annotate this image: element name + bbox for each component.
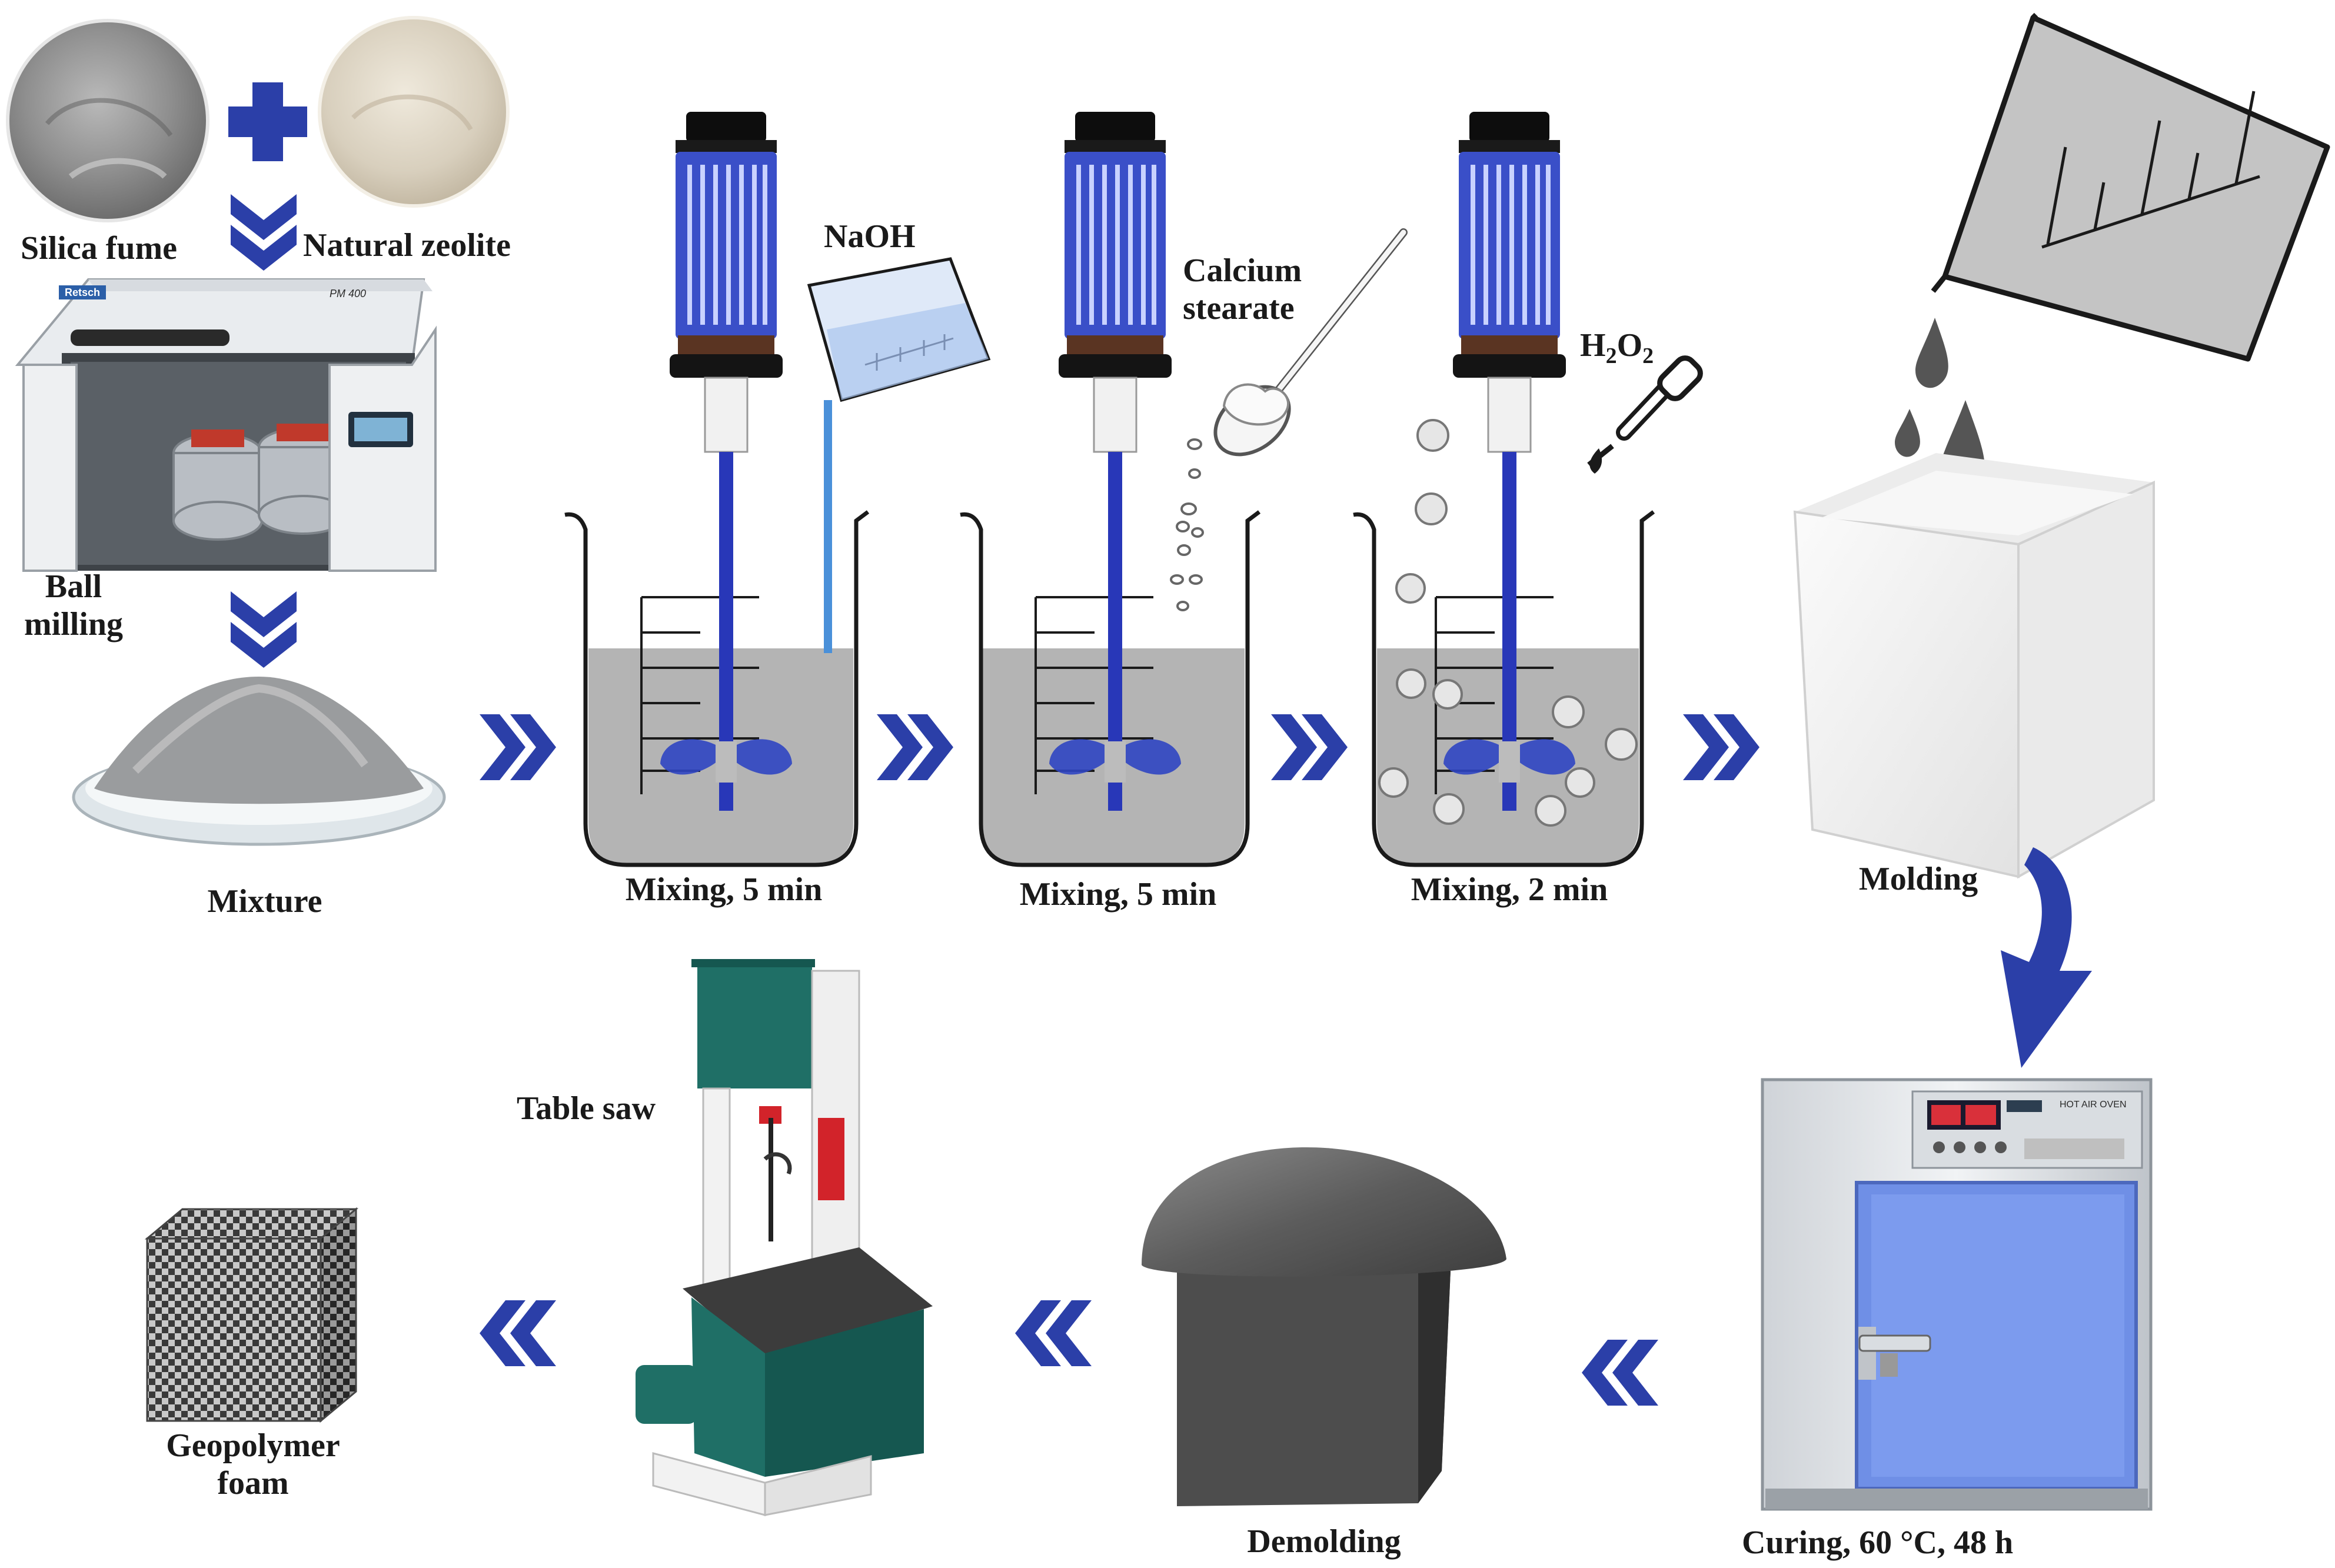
label-geopolymer-foam: Geopolymer foam <box>135 1427 371 1503</box>
label-mixture: Mixture <box>207 883 322 920</box>
oven-plate-text: HOT AIR OVEN <box>2060 1100 2127 1110</box>
curing-oven: HOT AIR OVEN <box>1761 1078 2153 1511</box>
label-naoh: NaOH <box>824 218 916 255</box>
spatula-with-calcium-stearate <box>1170 228 1408 611</box>
chevron-left-icon <box>1582 1340 1658 1406</box>
chevron-right-icon <box>1683 714 1759 780</box>
plus-icon <box>228 82 307 161</box>
label-ball-milling: Ball milling <box>15 568 132 644</box>
label-geopolymer-foam-line1: Geopolymer <box>166 1427 340 1464</box>
chevron-left-icon <box>1015 1300 1092 1366</box>
demolded-foam <box>1142 1147 1506 1506</box>
label-silica-fume: Silica fume <box>21 230 177 267</box>
naoh-beaker-pouring <box>807 257 991 653</box>
mixture-dish <box>72 677 446 846</box>
silica-fume-powder <box>6 19 209 222</box>
geopolymer-foam-cube <box>144 1207 359 1423</box>
label-mixing-2: Mixing, 5 min <box>1019 876 1217 913</box>
chevron-right-icon <box>877 714 953 780</box>
label-mixing-3: Mixing, 2 min <box>1411 871 1608 908</box>
label-curing: Curing, 60 °C, 48 h <box>1742 1524 2014 1561</box>
label-demolding: Demolding <box>1247 1523 1401 1560</box>
label-calcium-stearate: Calcium stearate <box>1183 252 1302 328</box>
curved-down-arrow <box>2001 847 2092 1068</box>
label-calcium-stearate-line1: Calcium <box>1183 252 1302 289</box>
h2o2-sub2: 2 <box>1642 344 1654 369</box>
label-natural-zeolite: Natural zeolite <box>303 227 511 264</box>
label-h2o2: H2O2 <box>1580 327 1654 369</box>
band-saw <box>636 959 933 1516</box>
label-ball-milling-line2: milling <box>24 606 124 643</box>
natural-zeolite-powder <box>318 16 510 208</box>
h2o2-o: O <box>1616 327 1643 364</box>
label-mixing-1: Mixing, 5 min <box>625 871 823 908</box>
chevron-down-icon <box>231 194 297 271</box>
chevron-down-icon <box>231 591 297 668</box>
label-table-saw: Table saw <box>517 1090 656 1127</box>
beaker-1 <box>564 510 870 867</box>
h2o2-h: H <box>1580 327 1606 364</box>
label-ball-milling-line1: Ball <box>45 568 102 605</box>
foam-bubbles <box>1378 419 1638 827</box>
chevron-left-icon <box>480 1300 556 1366</box>
h2o2-sub1: 2 <box>1605 344 1617 369</box>
label-calcium-stearate-line2: stearate <box>1183 290 1295 327</box>
chevron-right-icon <box>480 714 556 780</box>
ball-mill-machine: Retsch PM 400 <box>15 278 437 572</box>
label-geopolymer-foam-line2: foam <box>217 1465 289 1502</box>
label-molding: Molding <box>1858 861 1978 897</box>
dropper-icon <box>1587 355 1703 474</box>
mold-box <box>1793 453 2155 879</box>
mill-brand-text: Retsch <box>65 287 100 298</box>
mill-model-text: PM 400 <box>330 288 366 299</box>
chevron-right-icon <box>1271 714 1348 780</box>
pouring-beaker <box>1931 12 2330 362</box>
